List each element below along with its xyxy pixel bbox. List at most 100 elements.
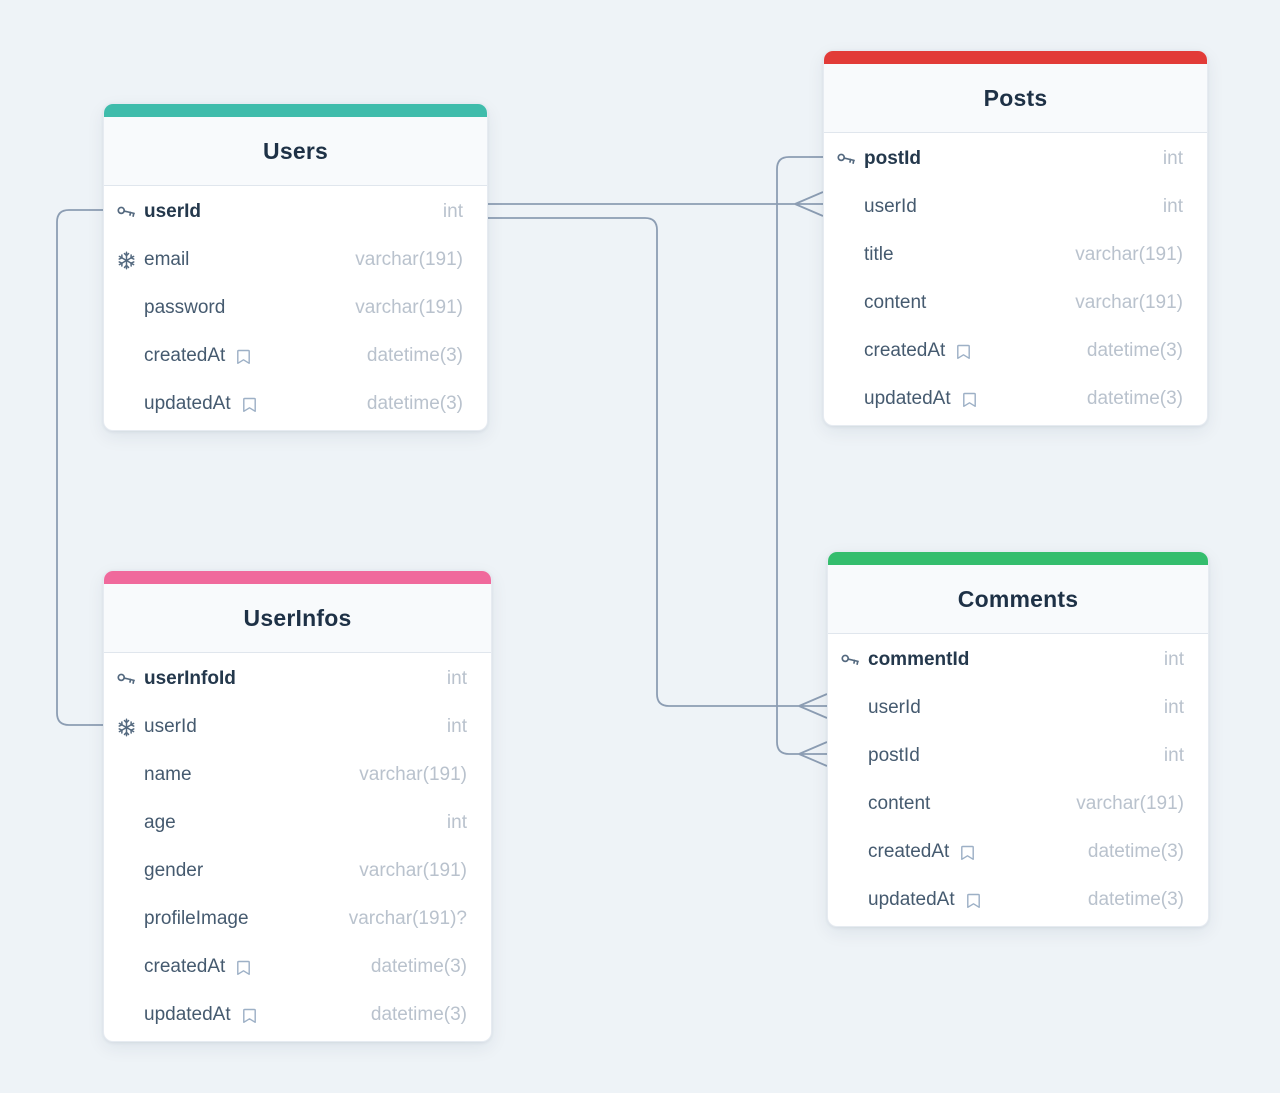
relation-users-userid-to-posts-userid xyxy=(488,191,824,217)
field-icon-slot xyxy=(840,650,868,671)
table-header: Comments xyxy=(828,565,1208,634)
field-name: postId xyxy=(868,745,920,766)
field-name: content xyxy=(864,292,927,313)
field-type: int xyxy=(1163,649,1184,670)
field-row: userId int xyxy=(104,188,487,236)
field-name: content xyxy=(868,793,931,814)
field-name: userInfoId xyxy=(144,668,236,689)
table-header: Posts xyxy=(824,64,1207,133)
field-type: varchar(191) xyxy=(359,764,467,785)
field-name: age xyxy=(144,812,176,833)
field-name: createdAt xyxy=(144,956,226,977)
field-row: userInfoId int xyxy=(104,655,491,703)
field-name: commentId xyxy=(868,649,970,670)
field-type: int xyxy=(1163,745,1184,766)
field-badge xyxy=(958,842,977,863)
field-name: updatedAt xyxy=(144,393,231,414)
table-header: Users xyxy=(104,117,487,186)
field-type: int xyxy=(446,812,467,833)
field-type: varchar(191) xyxy=(1075,292,1183,313)
field-badge xyxy=(964,890,983,911)
field-row: age int xyxy=(104,799,491,847)
field-name: createdAt xyxy=(864,340,946,361)
field-name: gender xyxy=(144,860,204,881)
field-row: updatedAt datetime(3) xyxy=(824,375,1207,423)
key-icon xyxy=(117,206,135,217)
field-row: name varchar(191) xyxy=(104,751,491,799)
field-name: password xyxy=(144,297,226,318)
key-icon xyxy=(837,153,855,164)
field-name: email xyxy=(144,249,190,270)
field-type: datetime(3) xyxy=(1087,889,1184,910)
field-name: updatedAt xyxy=(144,1004,231,1025)
field-badge xyxy=(960,389,979,410)
field-badge xyxy=(240,394,259,415)
field-type: int xyxy=(442,201,463,222)
field-name: userId xyxy=(144,201,202,222)
field-name: userId xyxy=(868,697,921,718)
field-type: datetime(3) xyxy=(1086,340,1183,361)
field-type: varchar(191) xyxy=(1075,244,1183,265)
field-row: content varchar(191) xyxy=(828,780,1208,828)
field-row: userId int xyxy=(828,684,1208,732)
field-row: userId int xyxy=(104,703,491,751)
field-row: updatedAt datetime(3) xyxy=(828,876,1208,924)
field-type: varchar(191) xyxy=(355,249,463,270)
bookmark-icon xyxy=(961,845,975,860)
relation-users-userid-to-userinfos-userid xyxy=(56,209,103,726)
field-name: updatedAt xyxy=(864,388,951,409)
field-icon-slot xyxy=(116,717,144,738)
field-type: varchar(191)? xyxy=(348,908,467,929)
table-card-userinfos[interactable]: UserInfos userInfoId int userId int name… xyxy=(103,570,492,1042)
table-card-comments[interactable]: Comments commentId int userId int postId… xyxy=(827,551,1209,927)
table-accent-bar xyxy=(828,552,1208,565)
field-type: varchar(191) xyxy=(355,297,463,318)
table-fields: commentId int userId int postId int cont… xyxy=(828,634,1208,926)
table-card-posts[interactable]: Posts postId int userId int title varcha… xyxy=(823,50,1208,426)
table-title: UserInfos xyxy=(243,604,352,631)
bookmark-icon xyxy=(237,960,251,975)
bookmark-icon xyxy=(237,349,251,364)
field-name: userId xyxy=(864,196,917,217)
field-row: email varchar(191) xyxy=(104,236,487,284)
relation-users-userid-to-comments-userid xyxy=(488,217,828,719)
table-accent-bar xyxy=(104,571,491,584)
field-type: int xyxy=(1162,196,1183,217)
field-name: createdAt xyxy=(144,345,226,366)
table-title: Posts xyxy=(983,84,1048,111)
field-row: postId int xyxy=(824,135,1207,183)
field-type: datetime(3) xyxy=(1087,841,1184,862)
bookmark-icon xyxy=(966,893,980,908)
field-name: profileImage xyxy=(144,908,249,929)
table-card-users[interactable]: Users userId int email varchar(191) pass… xyxy=(103,103,488,431)
field-icon-slot xyxy=(116,669,144,690)
field-row: createdAt datetime(3) xyxy=(104,943,491,991)
field-row: content varchar(191) xyxy=(824,279,1207,327)
field-type: datetime(3) xyxy=(366,393,463,414)
table-accent-bar xyxy=(104,104,487,117)
field-name: createdAt xyxy=(868,841,950,862)
field-type: datetime(3) xyxy=(370,956,467,977)
field-name: name xyxy=(144,764,192,785)
field-type: varchar(191) xyxy=(1076,793,1184,814)
field-type: int xyxy=(446,716,467,737)
field-type: varchar(191) xyxy=(359,860,467,881)
table-title: Comments xyxy=(957,585,1079,612)
field-row: updatedAt datetime(3) xyxy=(104,991,491,1039)
table-fields: userId int email varchar(191) password v… xyxy=(104,186,487,430)
field-icon-slot xyxy=(116,202,144,223)
relation-posts-postid-to-comments-postid xyxy=(776,156,828,767)
table-fields: postId int userId int title varchar(191)… xyxy=(824,133,1207,425)
field-type: datetime(3) xyxy=(370,1004,467,1025)
field-badge xyxy=(240,1005,259,1026)
field-row: commentId int xyxy=(828,636,1208,684)
key-icon xyxy=(841,654,859,665)
field-badge xyxy=(234,346,253,367)
field-name: userId xyxy=(144,716,197,737)
field-row: userId int xyxy=(824,183,1207,231)
field-type: datetime(3) xyxy=(1086,388,1183,409)
field-type: datetime(3) xyxy=(366,345,463,366)
key-icon xyxy=(117,673,135,684)
